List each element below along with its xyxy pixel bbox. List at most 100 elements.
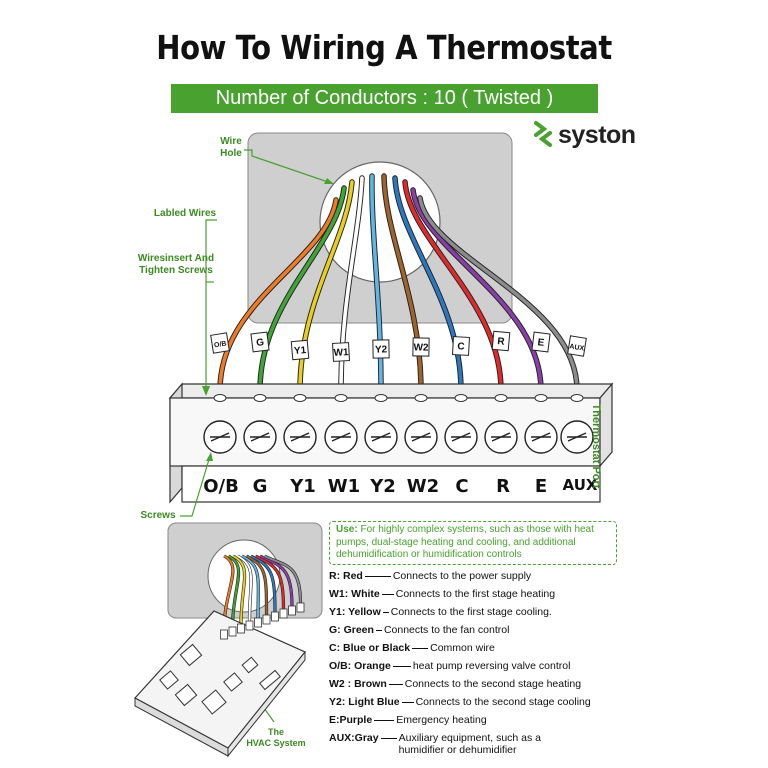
- legend-description: Connects to the first stage heating: [395, 588, 556, 600]
- terminal-screw: [524, 420, 558, 454]
- terminal-screw: [364, 420, 398, 454]
- wire-tag-label: C: [457, 341, 465, 352]
- terminal-hole: [334, 394, 348, 402]
- wire-tag: O/B: [210, 332, 230, 354]
- terminal-label: C: [455, 476, 469, 497]
- terminal-hole: [454, 394, 468, 402]
- hvac-terminal: [271, 611, 279, 622]
- wire-tag: G: [250, 331, 270, 353]
- terminal-screw: [404, 420, 438, 454]
- wire-tag-label: G: [256, 337, 265, 349]
- terminal-label: W1: [327, 476, 361, 497]
- hvac-terminal: [220, 629, 228, 640]
- syston-logo-icon: [534, 121, 552, 147]
- wire-tag: C: [452, 336, 470, 356]
- hvac-components: [159, 643, 281, 715]
- terminal-screw: [444, 420, 478, 454]
- legend-description: Emergency heating: [396, 714, 487, 726]
- hvac-wire: [228, 555, 240, 628]
- terminal-label: Y2: [370, 476, 396, 497]
- wire-tag-label: Y1: [294, 345, 308, 357]
- thermostat-port-label: Thermostat Port: [590, 403, 602, 489]
- use-label: Use:: [336, 524, 358, 535]
- hvac-terminal: [254, 617, 262, 628]
- wire-ob: [218, 198, 338, 392]
- wire-tag-label: R: [497, 336, 506, 348]
- terminal-hole: [293, 394, 307, 402]
- conductor-count-banner: Number of Conductors : 10 ( Twisted ): [171, 84, 598, 113]
- legend-description: Auxiliary equipment, such as a humidifie…: [398, 732, 542, 756]
- use-note: Use: For highly complex systems, such as…: [329, 521, 617, 565]
- legend-description: Common wire: [430, 642, 495, 654]
- terminal-hole: [213, 394, 227, 402]
- legend-leader-line: [381, 594, 394, 595]
- legend-key: W1: White: [329, 588, 380, 600]
- wire-tag-label: AUX: [569, 343, 585, 352]
- hvac-terminal: [228, 626, 237, 637]
- terminal-screw: [203, 420, 237, 454]
- hvac-wire: [241, 555, 260, 619]
- page-title: How To Wiring A Thermostat: [156, 28, 612, 67]
- hvac-terminal: [296, 602, 305, 613]
- wire-tag: AUX: [567, 335, 587, 357]
- legend-description: Connects to the power supply: [392, 570, 532, 582]
- terminal-label: G: [252, 476, 268, 497]
- wire-tag: E: [531, 331, 551, 353]
- legend-key: C: Blue or Black: [329, 642, 411, 654]
- terminal-label: O/B: [203, 476, 239, 497]
- callout-arrowheads: [202, 178, 334, 461]
- legend-key: G: Green: [329, 624, 374, 636]
- terminal-holes: [213, 394, 584, 402]
- hvac-terminal: [288, 605, 296, 616]
- labled-wires-label: Labled Wires: [153, 208, 217, 219]
- hvac-wire: [232, 555, 246, 625]
- legend-key: E:Purple: [329, 714, 373, 726]
- hvac-wire: [250, 555, 276, 613]
- brand-name: syston: [558, 120, 636, 149]
- legend-leader-line: [375, 630, 382, 631]
- callout-arrows: [180, 149, 329, 723]
- wire-tag: Y1: [290, 339, 310, 361]
- legend-row: E:Purple Emergency heating: [329, 714, 487, 726]
- terminal-label: W2: [406, 476, 440, 497]
- hvac-wire: [264, 555, 302, 604]
- wire-tag: Y2: [372, 339, 390, 359]
- hvac-terminal: [262, 614, 271, 625]
- legend-leader-line: [388, 684, 403, 685]
- legend-row: C: Blue or Black Common wire: [329, 642, 495, 654]
- legend-description: Connects to the fan control: [383, 624, 510, 636]
- legend-leader-line: [364, 576, 391, 577]
- wire-tag: W1: [332, 342, 350, 362]
- terminal-hole: [494, 394, 508, 402]
- wire-r: [403, 180, 503, 392]
- terminal-hole: [534, 394, 548, 402]
- terminal-label: E: [534, 476, 548, 497]
- hvac-terminal: [245, 620, 254, 631]
- hvac-terminal: [237, 623, 245, 634]
- hvac-wire: [237, 555, 253, 622]
- brand-logo: syston: [532, 118, 636, 152]
- wire-tags: O/B G Y1 W1 Y2 W2 C R E AUX: [210, 330, 587, 362]
- hvac-wire: [246, 555, 268, 616]
- wire-aux: [418, 196, 579, 392]
- terminal-screws: [203, 420, 594, 454]
- wire-tag-label: W2: [413, 342, 429, 353]
- legend-leader-line: [382, 612, 389, 613]
- terminal-screw: [484, 420, 518, 454]
- terminal-screw: [560, 420, 594, 454]
- hvac-wire: [255, 555, 285, 610]
- legend-key: O/B: Orange: [329, 660, 391, 672]
- wire-w2: [382, 174, 423, 392]
- terminal-hole: [414, 394, 428, 402]
- legend-leader-line: [374, 720, 395, 721]
- legend-key: AUX:Gray: [329, 732, 379, 744]
- wire-c: [393, 176, 463, 392]
- legend-description: Connects to the second stage cooling: [415, 696, 591, 708]
- legend-leader-line: [380, 738, 397, 739]
- legend-leader-line: [401, 702, 414, 703]
- hvac-terminal-row: [220, 602, 305, 640]
